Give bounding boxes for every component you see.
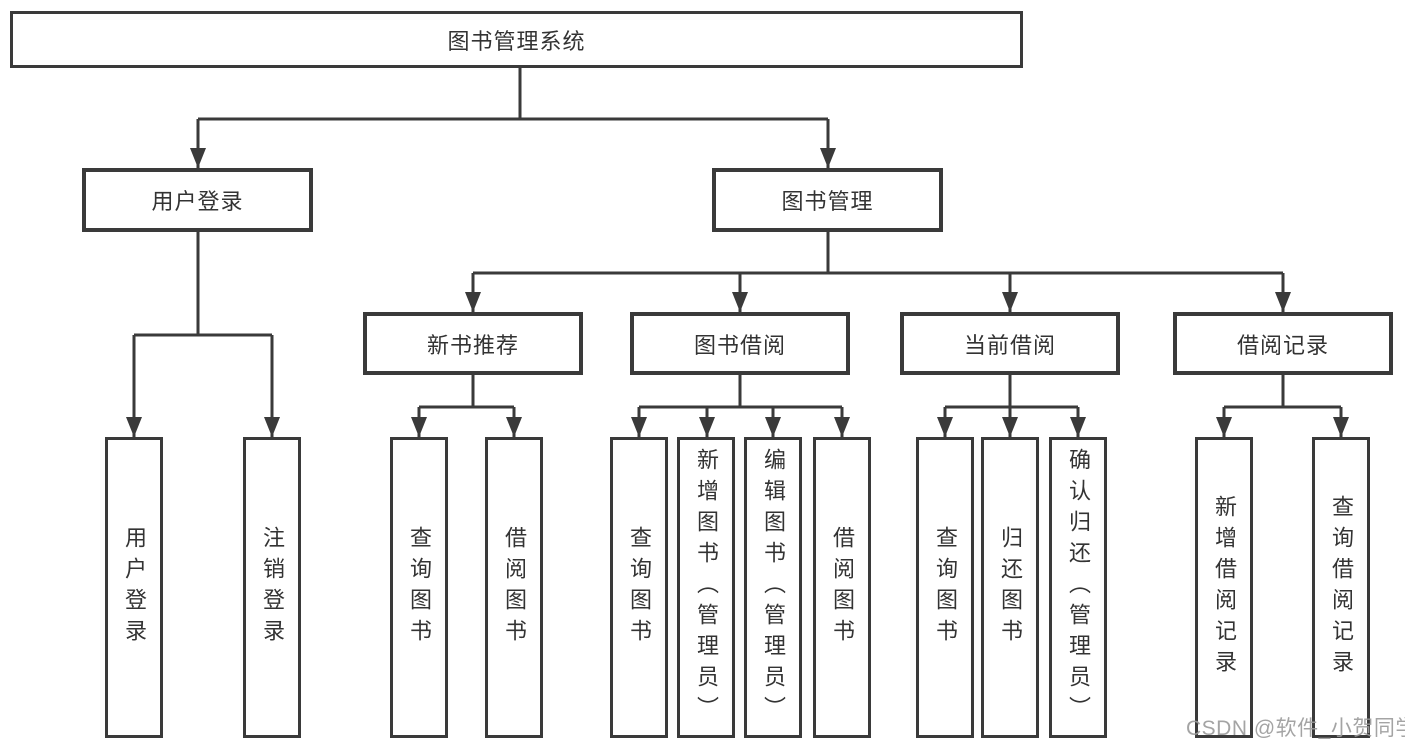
leaf-logout: 注销登录 [243, 437, 301, 738]
leaf-search-books-current: 查询图书 [916, 437, 974, 738]
node-user-login: 用户登录 [82, 168, 313, 232]
node-book-management: 图书管理 [712, 168, 943, 232]
leaf-user-login: 用户登录 [105, 437, 163, 738]
leaf-search-books-recommend: 查询图书 [390, 437, 448, 738]
leaf-return-book: 归还图书 [981, 437, 1039, 738]
node-current-borrowing: 当前借阅 [900, 312, 1120, 375]
csdn-watermark: CSDN @软件_小贺同学 [1186, 717, 1405, 740]
leaf-search-books-borrowing: 查询图书 [610, 437, 668, 738]
node-book-borrowing: 图书借阅 [630, 312, 850, 375]
node-library-management-system: 图书管理系统 [10, 11, 1023, 68]
node-new-book-recommend: 新书推荐 [363, 312, 583, 375]
leaf-search-borrow-record: 查询借阅记录 [1312, 437, 1370, 738]
node-borrow-records: 借阅记录 [1173, 312, 1393, 375]
leaf-borrow-books-borrowing: 借阅图书 [813, 437, 871, 738]
leaf-edit-book-admin: 编辑图书（管理员） [744, 437, 802, 738]
leaf-borrow-books-recommend: 借阅图书 [485, 437, 543, 738]
leaf-add-borrow-record: 新增借阅记录 [1195, 437, 1253, 738]
leaf-confirm-return-admin: 确认归还（管理员） [1049, 437, 1107, 738]
leaf-add-book-admin: 新增图书（管理员） [677, 437, 735, 738]
